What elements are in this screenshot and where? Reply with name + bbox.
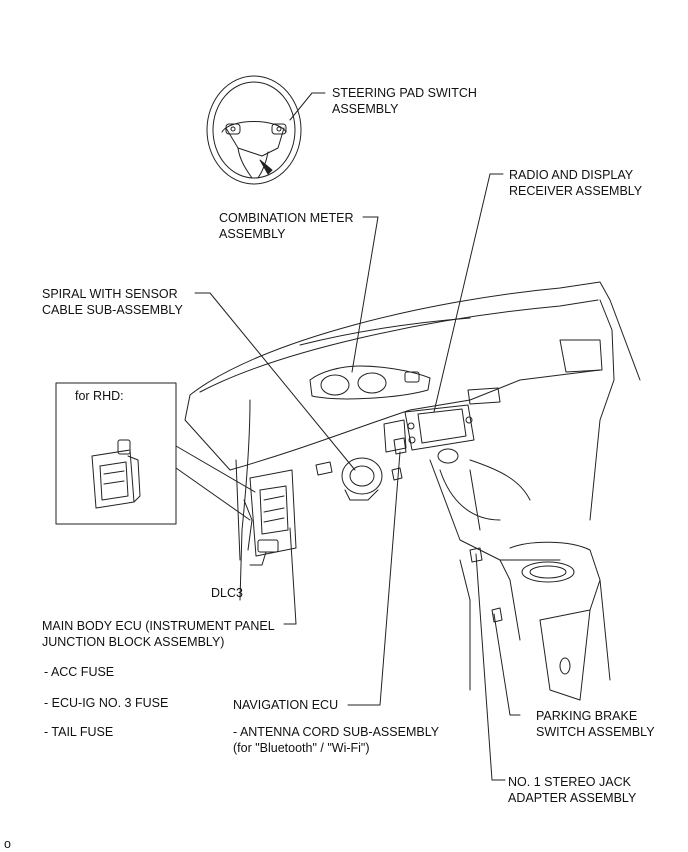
- antenna-cord-label: - ANTENNA CORD SUB-ASSEMBLY (for "Blueto…: [233, 724, 439, 756]
- combination-meter-label: COMBINATION METER ASSEMBLY: [219, 210, 354, 242]
- stereo-jack-label: NO. 1 STEREO JACK ADAPTER ASSEMBLY: [508, 774, 636, 806]
- corner-mark: o: [4, 837, 11, 851]
- main-body-ecu-line-2: JUNCTION BLOCK ASSEMBLY): [42, 635, 225, 649]
- dashboard-drawing: [184, 281, 641, 701]
- radio-display-receiver-label: RADIO AND DISPLAY RECEIVER ASSEMBLY: [509, 167, 642, 199]
- spiral-cable-line-2: CABLE SUB-ASSEMBLY: [42, 303, 183, 317]
- spiral-cable-label: SPIRAL WITH SENSOR CABLE SUB-ASSEMBLY: [42, 286, 183, 318]
- parking-brake-label: PARKING BRAKE SWITCH ASSEMBLY: [536, 708, 655, 740]
- leader-lines: [194, 92, 521, 781]
- spiral-cable-line-1: SPIRAL WITH SENSOR: [42, 287, 178, 301]
- navigation-ecu-label: NAVIGATION ECU: [233, 698, 339, 712]
- steering-pad-line-1: STEERING PAD SWITCH: [332, 86, 477, 100]
- radio-display-line-2: RECEIVER ASSEMBLY: [509, 184, 643, 198]
- main-body-ecu-label: MAIN BODY ECU (INSTRUMENT PANEL JUNCTION…: [42, 618, 275, 650]
- steering-wheel-drawing: [206, 75, 302, 185]
- combination-meter-line-1: COMBINATION METER: [219, 211, 354, 225]
- steering-pad-switch-label: STEERING PAD SWITCH ASSEMBLY: [332, 85, 477, 117]
- main-body-ecu-line-1: MAIN BODY ECU (INSTRUMENT PANEL: [42, 619, 275, 633]
- stereo-jack-line-2: ADAPTER ASSEMBLY: [508, 791, 637, 805]
- combination-meter-line-2: ASSEMBLY: [219, 227, 286, 241]
- for-rhd-label: for RHD:: [75, 389, 124, 403]
- steering-pad-line-2: ASSEMBLY: [332, 102, 399, 116]
- radio-display-line-1: RADIO AND DISPLAY: [509, 168, 634, 182]
- antenna-cord-line-1: - ANTENNA CORD SUB-ASSEMBLY: [233, 725, 440, 739]
- stereo-jack-line-1: NO. 1 STEREO JACK: [508, 775, 631, 789]
- dlc3-label: DLC3: [211, 586, 243, 600]
- parking-brake-line-2: SWITCH ASSEMBLY: [536, 725, 655, 739]
- ecu-ig-fuse-label: - ECU-IG NO. 3 FUSE: [44, 696, 169, 710]
- parking-brake-line-1: PARKING BRAKE: [536, 709, 638, 723]
- rhd-inset-box: [55, 382, 256, 525]
- antenna-cord-line-2: (for "Bluetooth" / "Wi-Fi"): [233, 741, 370, 755]
- acc-fuse-label: - ACC FUSE: [44, 665, 115, 679]
- tail-fuse-label: - TAIL FUSE: [44, 725, 114, 739]
